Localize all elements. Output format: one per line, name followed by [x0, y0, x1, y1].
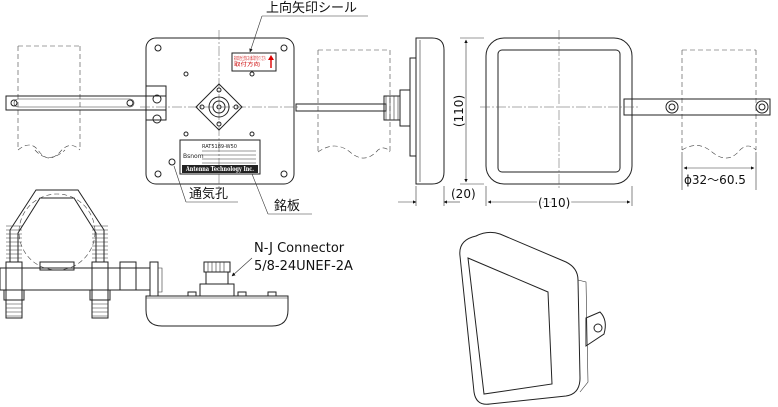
nameplate-maker: Antenna Technology Inc.	[185, 166, 254, 173]
housing-side	[415, 37, 445, 185]
dim-width: (110)	[485, 186, 633, 212]
bottom-view	[0, 189, 289, 327]
nameplate	[179, 139, 261, 175]
screw-icon	[154, 170, 162, 178]
nut-icon	[3, 289, 25, 301]
callout-vent-hole: 通気孔	[173, 165, 238, 203]
nameplate-model: RAT5189-W50	[202, 144, 237, 150]
front-view	[480, 30, 771, 190]
sticker-text: 矢印の向きが上方向になる様に取り付けてください	[234, 55, 266, 62]
dim-width-text: (110)	[538, 196, 570, 210]
callout-nameplate: 銘板	[251, 173, 312, 215]
front-bracket-arm	[623, 98, 771, 116]
screw-icon	[249, 131, 255, 137]
screw-icon	[249, 71, 255, 77]
pipe-section	[18, 193, 96, 271]
housing-bottom	[145, 295, 289, 327]
label-connector-title: N-J Connector	[254, 241, 345, 256]
connector-flange	[195, 83, 243, 131]
mount-rod	[295, 103, 387, 112]
nameplate-brand: Bsnom	[183, 153, 204, 160]
nut-icon	[89, 289, 111, 301]
u-bolt	[9, 189, 105, 262]
vent-hole	[168, 158, 176, 166]
housing-rear	[145, 37, 295, 185]
dim-depth: (20)	[398, 186, 476, 206]
iso-housing	[459, 231, 581, 405]
iso-face	[467, 257, 553, 395]
rear-view: 矢印の向きが上方向になる様に取り付けてください 取付方向 RAT5189-W50…	[5, 30, 300, 190]
side-view	[295, 37, 445, 185]
label-arrow-seal: 上向矢印シール	[266, 0, 357, 16]
screw-icon	[280, 44, 288, 52]
arrow-sticker	[231, 52, 277, 72]
screw-icon	[183, 71, 189, 77]
callout-arrow-seal: 上向矢印シール	[249, 0, 368, 53]
screw-icon	[183, 131, 189, 137]
dim-depth-text: (20)	[451, 187, 476, 201]
screw-icon	[280, 170, 288, 178]
isometric-view	[459, 231, 606, 405]
dim-height-text: (110)	[452, 95, 466, 127]
bracket-arm	[5, 95, 167, 111]
dim-height: (110)	[452, 37, 484, 185]
label-connector-thread: 5/8-24UNEF-2A	[254, 259, 353, 274]
label-vent-hole: 通気孔	[189, 186, 228, 202]
dim-pipe-text: ϕ32～60.5	[684, 173, 746, 187]
svg-text:取付方向: 取付方向	[234, 61, 260, 68]
callout-connector: N-J Connector 5/8-24UNEF-2A	[231, 241, 353, 277]
screw-icon	[154, 44, 162, 52]
label-nameplate: 銘板	[274, 199, 300, 214]
iso-bracket	[585, 311, 606, 347]
dim-pipe: ϕ32～60.5	[681, 152, 757, 190]
